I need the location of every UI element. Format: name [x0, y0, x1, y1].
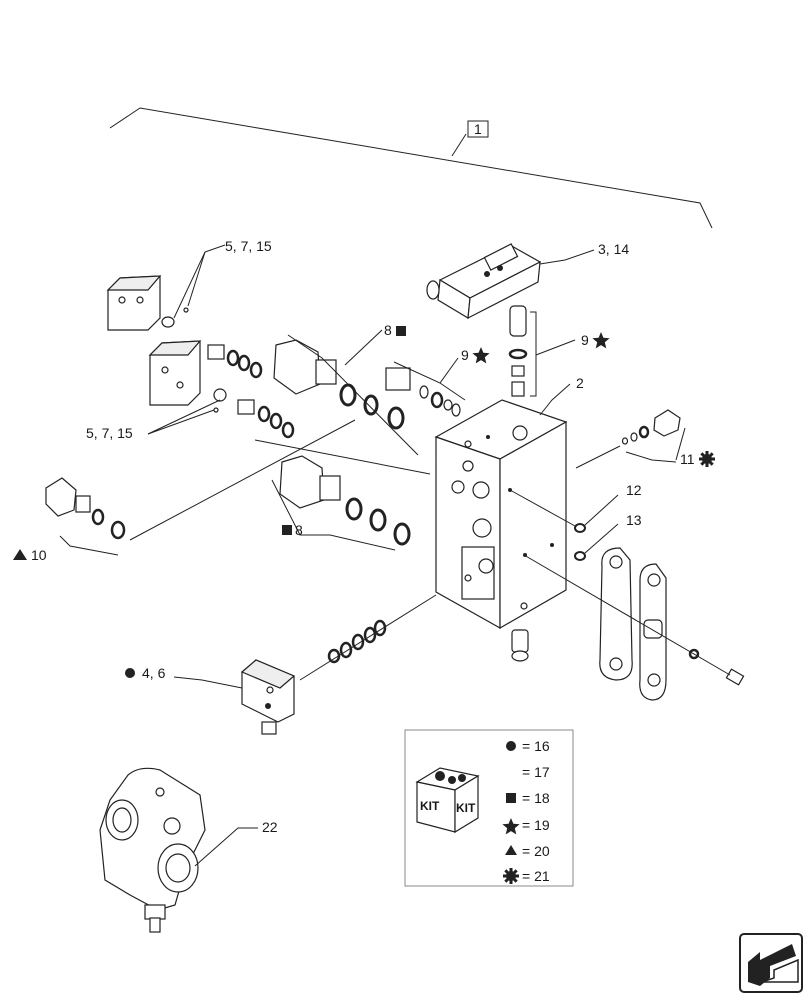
callout-9-right: 9: [581, 332, 610, 349]
callout-10-label: 10: [31, 547, 47, 563]
assembly-bracket: 1: [109, 107, 713, 229]
star-symbol-icon: [472, 347, 490, 364]
callout-5-7-15-bottom: 5, 7, 15: [86, 425, 133, 441]
kit-row-19: = 19: [522, 817, 550, 833]
triangle-symbol-icon: [13, 549, 27, 560]
link-plates: [523, 547, 745, 701]
callout-13: 13: [626, 512, 642, 528]
callout-8-bottom-label: 8: [295, 522, 303, 538]
washer-12: [509, 489, 619, 533]
solenoid-valve: [426, 243, 595, 320]
callout-4-6-label: 4, 6: [142, 665, 166, 681]
port-fitting: [511, 629, 529, 662]
callout-10: 10: [13, 547, 47, 563]
fitting-11: [575, 409, 686, 469]
callout-3-14: 3, 14: [598, 241, 629, 257]
callout-12: 12: [626, 482, 642, 498]
callout-8-top: 8: [384, 322, 406, 338]
callout-22: 22: [262, 819, 278, 835]
kit-row-16: = 16: [522, 738, 550, 754]
plate-5-bottom: [147, 340, 227, 435]
callout-11: 11: [680, 451, 715, 467]
kit-row-21: = 21: [522, 868, 550, 884]
callout-9-left: 9: [461, 347, 490, 364]
gear-teeth: [699, 451, 715, 467]
plate-5-top: [106, 244, 226, 331]
cartridge-8-upper: [273, 329, 419, 456]
kit-box-text-2: KIT: [456, 801, 476, 815]
callout-5-7-15-top: 5, 7, 15: [225, 238, 272, 254]
valve-body-22: [99, 767, 258, 933]
callout-2: 2: [539, 375, 584, 416]
star-symbol-icon: [592, 332, 610, 349]
kit-row-18: = 18: [522, 790, 550, 806]
callout-9-right-label: 9: [581, 332, 589, 348]
cartridge-9-left: [385, 357, 466, 417]
cartridge-8-lower: [254, 439, 431, 551]
kit-row-17: = 17: [522, 764, 550, 780]
valve-block: [434, 399, 568, 630]
gear-symbol-icon: [503, 868, 519, 884]
star-symbol-icon: [502, 818, 520, 835]
check-valve-upper: [207, 344, 263, 379]
fitting-10: [45, 419, 356, 556]
callout-9-left-label: 9: [461, 347, 469, 363]
check-valve-lower: [237, 399, 295, 439]
next-page-arrow-icon[interactable]: [739, 933, 803, 993]
kit-box-icon: KIT KIT: [415, 767, 480, 834]
circle-symbol-icon: [506, 741, 516, 751]
callout-11-label: 11: [680, 451, 695, 467]
square-symbol-icon: [506, 793, 516, 803]
kit-box-text-1: KIT: [420, 799, 440, 813]
triangle-symbol-icon: [505, 845, 517, 855]
cartridge-4-6: [173, 594, 437, 735]
callout-4-6: 4, 6: [125, 665, 166, 681]
callout-2-label: 2: [576, 375, 584, 391]
cartridge-stack-9: [508, 305, 576, 397]
kit-row-20: = 20: [522, 843, 550, 859]
callout-8-top-label: 8: [384, 322, 392, 338]
circle-symbol-icon: [125, 668, 135, 678]
assembly-label: 1: [474, 121, 482, 137]
square-symbol-icon: [282, 525, 292, 535]
callout-8-bottom: 8: [282, 522, 303, 538]
kit-legend: KIT KIT = 16 = 17 = 18 = 19 = 20 = 21: [404, 729, 574, 887]
square-symbol-icon: [396, 326, 406, 336]
washer-13: [574, 523, 619, 561]
